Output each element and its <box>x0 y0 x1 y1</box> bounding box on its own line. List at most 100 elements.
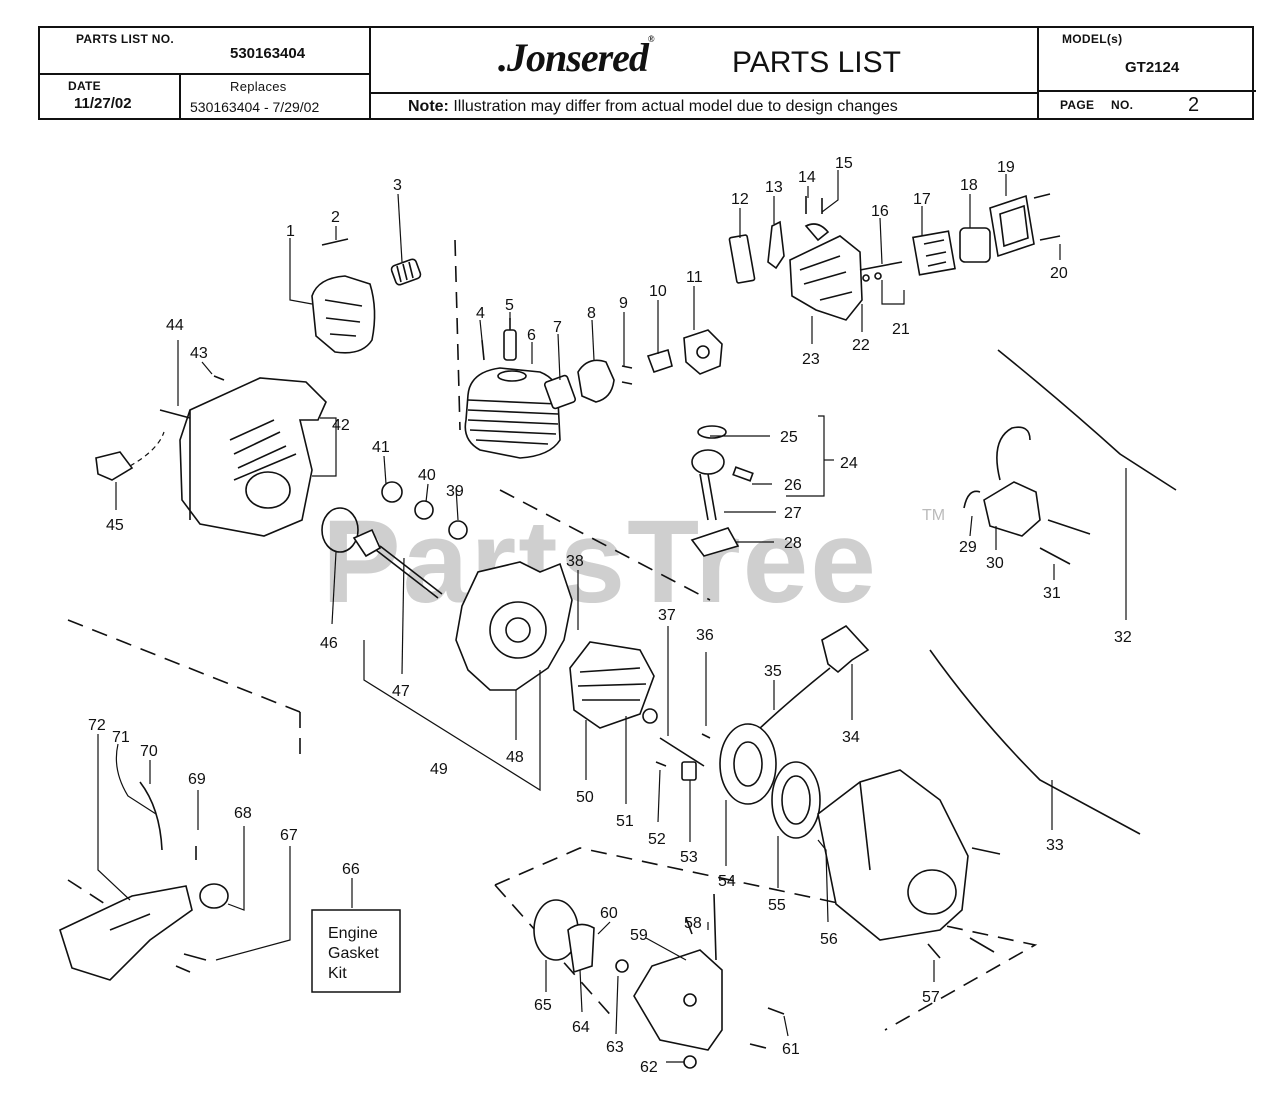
screw-part <box>481 339 485 361</box>
screw-part <box>927 847 1001 959</box>
callout-45: 45 <box>106 517 124 534</box>
throttle-cable-part <box>929 649 1141 835</box>
callout-47: 47 <box>392 683 410 700</box>
callout-10: 10 <box>649 283 667 300</box>
screw-part <box>655 733 711 767</box>
callout-13: 13 <box>765 179 783 196</box>
callout-49: 49 <box>430 761 448 778</box>
piston-pin-part <box>732 466 754 482</box>
wire-part <box>997 349 1177 491</box>
kit-label-line3: Kit <box>328 965 347 982</box>
callout-7: 7 <box>553 319 562 336</box>
engine-shroud-part <box>179 377 327 537</box>
callout-71: 71 <box>112 729 130 746</box>
crankshaft-part <box>352 528 443 599</box>
callout-60: 60 <box>600 905 618 922</box>
model-value: GT2124 <box>1125 59 1180 76</box>
nut-part <box>683 1055 697 1069</box>
callout-62: 62 <box>640 1059 658 1076</box>
callout-26: 26 <box>784 477 802 494</box>
fuel-cap-part <box>199 883 229 909</box>
callout-2: 2 <box>331 209 340 226</box>
replaces-value: 530163404 - 7/29/02 <box>190 99 320 115</box>
callout-5: 5 <box>505 297 514 314</box>
ignition-module-part <box>963 426 1041 537</box>
callout-16: 16 <box>871 203 889 220</box>
callout-46: 46 <box>320 635 338 652</box>
callout-59: 59 <box>630 927 648 944</box>
starter-spring-part <box>771 761 821 839</box>
clutch-part <box>567 923 595 974</box>
callout-43: 43 <box>190 345 208 362</box>
air-filter-housing-part <box>789 235 863 321</box>
callout-12: 12 <box>731 191 749 208</box>
callout-4: 4 <box>476 305 485 322</box>
callout-57: 57 <box>922 989 940 1006</box>
callout-25: 25 <box>780 429 798 446</box>
callout-8: 8 <box>587 305 596 322</box>
callout-37: 37 <box>658 607 676 624</box>
parts-list-number: 530163404 <box>230 45 306 62</box>
bearing-plate-part <box>690 527 740 557</box>
callout-64: 64 <box>572 1019 590 1036</box>
air-filter-element-part <box>959 227 991 263</box>
callout-11: 11 <box>686 269 703 286</box>
callout-33: 33 <box>1046 837 1064 854</box>
gasket-kit-box <box>311 909 401 993</box>
callout-52: 52 <box>648 831 666 848</box>
callout-22: 22 <box>852 337 870 354</box>
callout-36: 36 <box>696 627 714 644</box>
callout-69: 69 <box>188 771 206 788</box>
callout-9: 9 <box>619 295 628 312</box>
divider <box>40 73 370 75</box>
parts-list-label: PARTS LIST NO. <box>76 32 174 46</box>
gasket-part <box>543 374 577 410</box>
filter-cover-part <box>989 194 1035 258</box>
page-label: PAGE <box>1060 98 1095 112</box>
gasket-part <box>321 507 359 553</box>
pin-part <box>321 238 349 246</box>
divider <box>1038 90 1256 92</box>
callout-68: 68 <box>234 805 252 822</box>
kit-label-line2: Gasket <box>328 945 379 962</box>
page-number: 2 <box>1188 94 1200 116</box>
bearing-part <box>448 520 468 540</box>
leader-lines <box>97 170 1127 1063</box>
lever-part <box>767 220 785 270</box>
starter-housing-part <box>817 769 969 941</box>
clip-part <box>804 223 830 242</box>
screw-part <box>1033 193 1061 241</box>
callout-23: 23 <box>802 351 820 368</box>
kit-label-line1: Engine <box>328 925 378 942</box>
callout-70: 70 <box>140 743 158 760</box>
callout-44: 44 <box>166 317 184 334</box>
callout-18: 18 <box>960 177 978 194</box>
design-note: Note: Illustration may differ from actua… <box>408 98 898 115</box>
piston-part <box>691 425 727 521</box>
callout-42: 42 <box>332 417 350 434</box>
bearing-part <box>381 481 403 503</box>
callout-39: 39 <box>446 483 464 500</box>
needle-bearing-part <box>390 258 422 286</box>
watermark: PartsTree <box>322 496 878 628</box>
washer-part <box>862 274 870 282</box>
group-outline <box>499 489 711 601</box>
callout-55: 55 <box>768 897 786 914</box>
callout-65: 65 <box>534 997 552 1014</box>
callout-56: 56 <box>820 931 838 948</box>
brand-logo: .Jonsered® <box>498 34 655 80</box>
bracket-part <box>95 451 134 481</box>
callout-17: 17 <box>913 191 931 208</box>
callout-48: 48 <box>506 749 524 766</box>
divider <box>369 28 371 118</box>
screw-part <box>159 409 191 419</box>
callout-38: 38 <box>566 553 584 570</box>
callout-31: 31 <box>1043 585 1061 602</box>
callout-28: 28 <box>784 535 802 552</box>
crankcase-part <box>455 561 573 691</box>
flywheel-part <box>569 641 655 729</box>
callout-34: 34 <box>842 729 860 746</box>
callout-24: 24 <box>840 455 858 472</box>
callout-63: 63 <box>606 1039 624 1056</box>
